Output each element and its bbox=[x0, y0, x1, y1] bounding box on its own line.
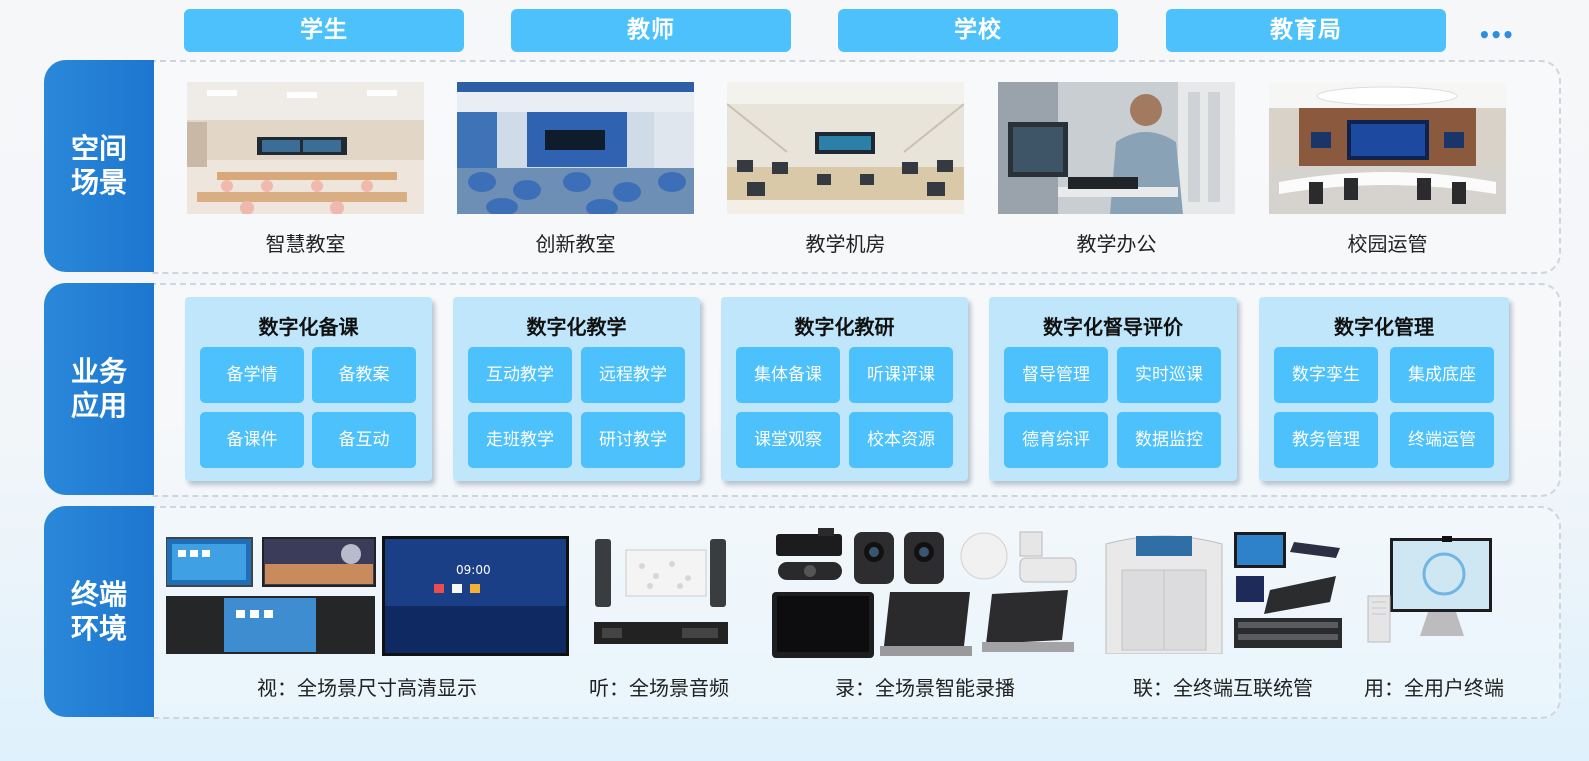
chip-courseware[interactable]: 备课件 bbox=[200, 412, 304, 468]
chip-lesson-plan[interactable]: 备教案 bbox=[312, 347, 416, 403]
more-icon[interactable]: ••• bbox=[1478, 23, 1514, 47]
chip-learning-analysis[interactable]: 备学情 bbox=[200, 347, 304, 403]
chip-integration-base[interactable]: 集成底座 bbox=[1390, 347, 1494, 403]
module-digital-teaching: 数字化教学 互动教学 远程教学 走班教学 研讨教学 bbox=[453, 297, 700, 481]
scene-caption: 智慧教室 bbox=[265, 232, 346, 256]
chip-terminal-operations[interactable]: 终端运管 bbox=[1390, 412, 1494, 468]
row-label-business-apps: 业务应用 bbox=[44, 283, 154, 495]
chip-moral-evaluation[interactable]: 德育综评 bbox=[1004, 412, 1108, 468]
scene-caption: 校园运管 bbox=[1347, 232, 1428, 256]
scene-caption: 教学机房 bbox=[805, 232, 886, 256]
module-title: 数字化备课 bbox=[258, 315, 359, 339]
chip-group-lesson-prep[interactable]: 集体备课 bbox=[736, 347, 840, 403]
chip-walking-class[interactable]: 走班教学 bbox=[468, 412, 572, 468]
scene-image-computer-lab bbox=[727, 82, 964, 214]
tab-teachers[interactable]: 教师 bbox=[511, 9, 791, 52]
chip-supervision-management[interactable]: 督导管理 bbox=[1004, 347, 1108, 403]
interconnect-devices-image bbox=[1104, 530, 1344, 658]
terminal-caption-user: 用：全用户终端 bbox=[1364, 676, 1504, 700]
tab-schools[interactable]: 学校 bbox=[838, 9, 1118, 52]
chip-seminar-teaching[interactable]: 研讨教学 bbox=[581, 412, 685, 468]
tab-education-bureau[interactable]: 教育局 bbox=[1166, 9, 1446, 52]
terminal-caption-interconnect: 联：全终端互联统管 bbox=[1133, 676, 1313, 700]
scene-image-teaching-office bbox=[998, 82, 1235, 214]
row-label-terminal-env: 终端环境 bbox=[44, 506, 154, 717]
chip-live-patrol[interactable]: 实时巡课 bbox=[1117, 347, 1221, 403]
module-title: 数字化管理 bbox=[1334, 315, 1434, 339]
chip-academic-affairs[interactable]: 教务管理 bbox=[1274, 412, 1378, 468]
terminal-caption-audio: 听：全场景音频 bbox=[589, 676, 729, 700]
recording-devices-image bbox=[772, 526, 1082, 664]
scene-image-smart-classroom bbox=[187, 82, 424, 214]
chip-lesson-evaluation[interactable]: 听课评课 bbox=[849, 347, 953, 403]
scene-image-campus-operations bbox=[1269, 82, 1506, 214]
chip-remote-teaching[interactable]: 远程教学 bbox=[581, 347, 685, 403]
module-digital-lesson-prep: 数字化备课 备学情 备教案 备课件 备互动 bbox=[185, 297, 432, 481]
tab-students[interactable]: 学生 bbox=[184, 9, 464, 52]
chip-interaction[interactable]: 备互动 bbox=[312, 412, 416, 468]
module-title: 数字化教研 bbox=[794, 315, 895, 339]
module-title: 数字化教学 bbox=[526, 315, 627, 339]
display-devices-image: 09:00 bbox=[165, 536, 576, 664]
module-digital-research: 数字化教研 集体备课 听课评课 课堂观察 校本资源 bbox=[721, 297, 968, 481]
user-terminal-devices-image bbox=[1364, 536, 1494, 652]
audio-devices-image bbox=[592, 536, 732, 652]
display-clock-text: 09:00 bbox=[456, 563, 491, 577]
scene-caption: 教学办公 bbox=[1076, 232, 1157, 256]
scene-image-innovation-classroom bbox=[457, 82, 694, 214]
chip-digital-twin[interactable]: 数字孪生 bbox=[1274, 347, 1378, 403]
scene-caption: 创新教室 bbox=[535, 232, 616, 256]
terminal-caption-display: 视：全场景尺寸高清显示 bbox=[257, 676, 477, 700]
module-digital-supervision: 数字化督导评价 督导管理 实时巡课 德育综评 数据监控 bbox=[989, 297, 1237, 481]
terminal-caption-recording: 录：全场景智能录播 bbox=[835, 676, 1015, 700]
chip-class-observation[interactable]: 课堂观察 bbox=[736, 412, 840, 468]
chip-interactive-teaching[interactable]: 互动教学 bbox=[468, 347, 572, 403]
module-title: 数字化督导评价 bbox=[1043, 315, 1183, 339]
chip-data-monitoring[interactable]: 数据监控 bbox=[1117, 412, 1221, 468]
row-label-space-scenes: 空间场景 bbox=[44, 60, 154, 272]
chip-school-resources[interactable]: 校本资源 bbox=[849, 412, 953, 468]
module-digital-management: 数字化管理 数字孪生 集成底座 教务管理 终端运管 bbox=[1259, 297, 1509, 481]
